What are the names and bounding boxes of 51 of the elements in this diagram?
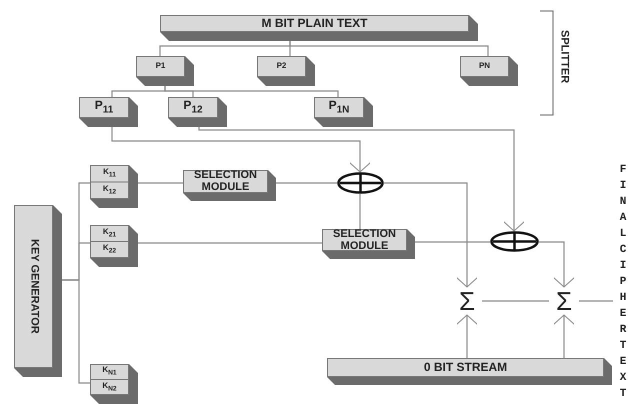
- arrow: [456, 314, 478, 358]
- process-box: [90, 165, 138, 208]
- process-box: [136, 56, 194, 86]
- arrow: [111, 127, 372, 172]
- box-label: SELECTION MODULE: [332, 229, 397, 252]
- box-label: P2: [276, 62, 286, 71]
- process-box: [160, 15, 478, 41]
- connector-line: [276, 182, 337, 184]
- box-label: P$_{11}$: [94, 99, 114, 116]
- process-box: [14, 205, 62, 377]
- box-label: P1: [156, 62, 166, 71]
- box-label: K$_{N1}$: [102, 366, 117, 378]
- box-label: K$_{11}$: [103, 168, 116, 179]
- process-box: [314, 97, 373, 127]
- sum-symbol: Σ: [458, 288, 476, 314]
- process-box: [183, 170, 276, 201]
- box-label: M BIT PLAIN TEXT: [262, 17, 368, 30]
- connector-line: [138, 242, 322, 244]
- box-label: K$_{22}$: [102, 244, 116, 256]
- process-box: [90, 225, 138, 267]
- connector-line: [164, 86, 339, 97]
- group-label: SPLITTER: [558, 30, 570, 84]
- box-label: P$_{12}$: [183, 99, 203, 116]
- process-box: [322, 229, 415, 259]
- box-label: KEY GENERATOR: [28, 239, 40, 334]
- connector-line: [138, 182, 183, 184]
- box-label: 0 BIT STREAM: [424, 361, 508, 374]
- connector-line: [62, 279, 90, 384]
- box-label: K$_{N2}$: [102, 382, 117, 393]
- process-box: [168, 97, 227, 127]
- process-box: [90, 364, 138, 404]
- connector-line: [482, 300, 549, 302]
- output-label: FINALCIPHERTEXT: [618, 163, 628, 402]
- arrow: [539, 241, 576, 288]
- arrow: [552, 314, 576, 358]
- connector-line: [359, 194, 361, 229]
- arrow: [198, 126, 526, 232]
- box-label: P$_{1N}$: [328, 99, 350, 116]
- box-label: PN: [478, 62, 490, 71]
- process-box: [460, 56, 518, 86]
- connector-line: [415, 241, 490, 243]
- box-label: SELECTION MODULE: [193, 170, 258, 194]
- connector-line: [289, 41, 489, 56]
- sum-symbol: Σ: [556, 288, 572, 314]
- connector-line: [579, 300, 613, 302]
- process-box: [257, 56, 315, 86]
- process-box: [327, 358, 612, 385]
- box-label: K$_{12}$: [102, 185, 116, 196]
- box-label: K$_{21}$: [102, 228, 116, 239]
- process-box: [79, 97, 138, 127]
- arrow: [384, 182, 478, 288]
